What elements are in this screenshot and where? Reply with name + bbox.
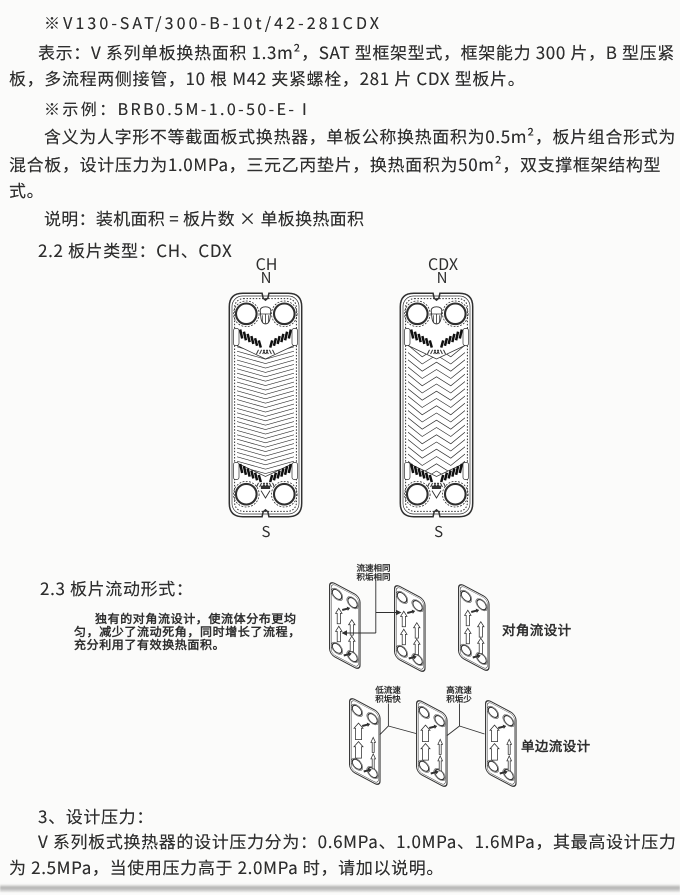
meaning-para-line-3: 式。 bbox=[9, 177, 45, 202]
single-flow-callout-low: 低流速 积垢快 bbox=[375, 684, 401, 706]
single-flow-callout-high: 高流速 积垢少 bbox=[446, 684, 472, 706]
diagonal-flow-design-label: 对角流设计 bbox=[502, 619, 572, 639]
single-flow-design-label: 单边流设计 bbox=[521, 734, 591, 755]
single-flow-callout-high-line2: 积垢少 bbox=[446, 693, 472, 706]
diagonal-flow-callout-line1: 流速相同 bbox=[356, 561, 391, 574]
single-flow-callout-low-line2: 积垢快 bbox=[375, 693, 401, 706]
plate-cdx-n: N bbox=[436, 267, 448, 288]
flow-para-line-1: 独有的对角流设计，使流体分布更均 bbox=[95, 610, 297, 627]
diagonal-flow-callout: 流速相同 积垢相同 bbox=[356, 561, 391, 583]
plate-drawing-ch bbox=[228, 292, 302, 518]
diagonal-flow-callout-line2: 积垢相同 bbox=[356, 570, 391, 583]
single-flow-plate-3 bbox=[484, 700, 517, 788]
single-flow-callout-high-line1: 高流速 bbox=[446, 684, 472, 696]
sec3-heading: 3、设计压力： bbox=[38, 803, 154, 828]
plate-ch-title: CH bbox=[255, 251, 278, 275]
example-line: ※示例：BRB0.5M-1.0-50-E-Ⅰ bbox=[44, 96, 315, 120]
flow-para-line-3: 充分利用了有效换热面积。 bbox=[74, 636, 226, 653]
meaning-para-line-2: 混合板，设计压力为1.0MPa，三元乙丙垫片，换热面积为50m²，双支撑框架结构… bbox=[9, 151, 662, 176]
sec23-heading: 2.3 板片流动形式： bbox=[40, 575, 194, 600]
model-code-line: ※V130-SAT/300-B-10t/42-281CDX bbox=[44, 10, 383, 34]
plate-ch-s: S bbox=[261, 521, 271, 542]
plate-ch-n: N bbox=[260, 267, 272, 288]
sec22-heading: 2.2 板片类型：CH、CDX bbox=[38, 237, 233, 262]
single-flow-callout-low-line1: 低流速 bbox=[375, 684, 401, 696]
express-para-line-1: 表示：V 系列单板换热面积 1.3m²，SAT 型框架型式，框架能力 300 片… bbox=[38, 39, 675, 64]
single-flow-plate-2 bbox=[416, 699, 448, 787]
plate-cdx-title: CDX bbox=[427, 251, 459, 275]
diagonal-flow-plate-1 bbox=[328, 582, 361, 670]
diagonal-flow-plate-3 bbox=[458, 583, 490, 671]
scan-artifact-band bbox=[0, 884, 680, 892]
flow-para-line-2: 匀，减少了流动死角，同时增长了流程， bbox=[74, 623, 301, 640]
plate-drawing-cdx bbox=[399, 292, 474, 518]
callout-leader-lines bbox=[341, 580, 485, 737]
diagonal-flow-plate-2 bbox=[394, 585, 426, 672]
single-flow-plate-1 bbox=[348, 697, 381, 785]
meaning-para-line-1: 含义为人字形不等截面板式换热器，单板公称换热面积为0.5m²，板片组合形式为 bbox=[44, 123, 677, 148]
pressure-para-line-2: 为 2.5MPa，当使用压力高于 2.0MPa 时，请加以说明。 bbox=[9, 854, 445, 879]
express-para-line-2: 板，多流程两侧接管，10 根 M42 夹紧螺栓，281 片 CDX 型板片。 bbox=[9, 65, 526, 90]
plate-cdx-s: S bbox=[434, 521, 444, 542]
pressure-para-line-1: V 系列板式换热器的设计压力分为：0.6MPa、1.0MPa、1.6MPa，其最… bbox=[38, 828, 677, 853]
note-line: 说明：装机面积 = 板片数 × 单板换热面积 bbox=[44, 205, 365, 230]
